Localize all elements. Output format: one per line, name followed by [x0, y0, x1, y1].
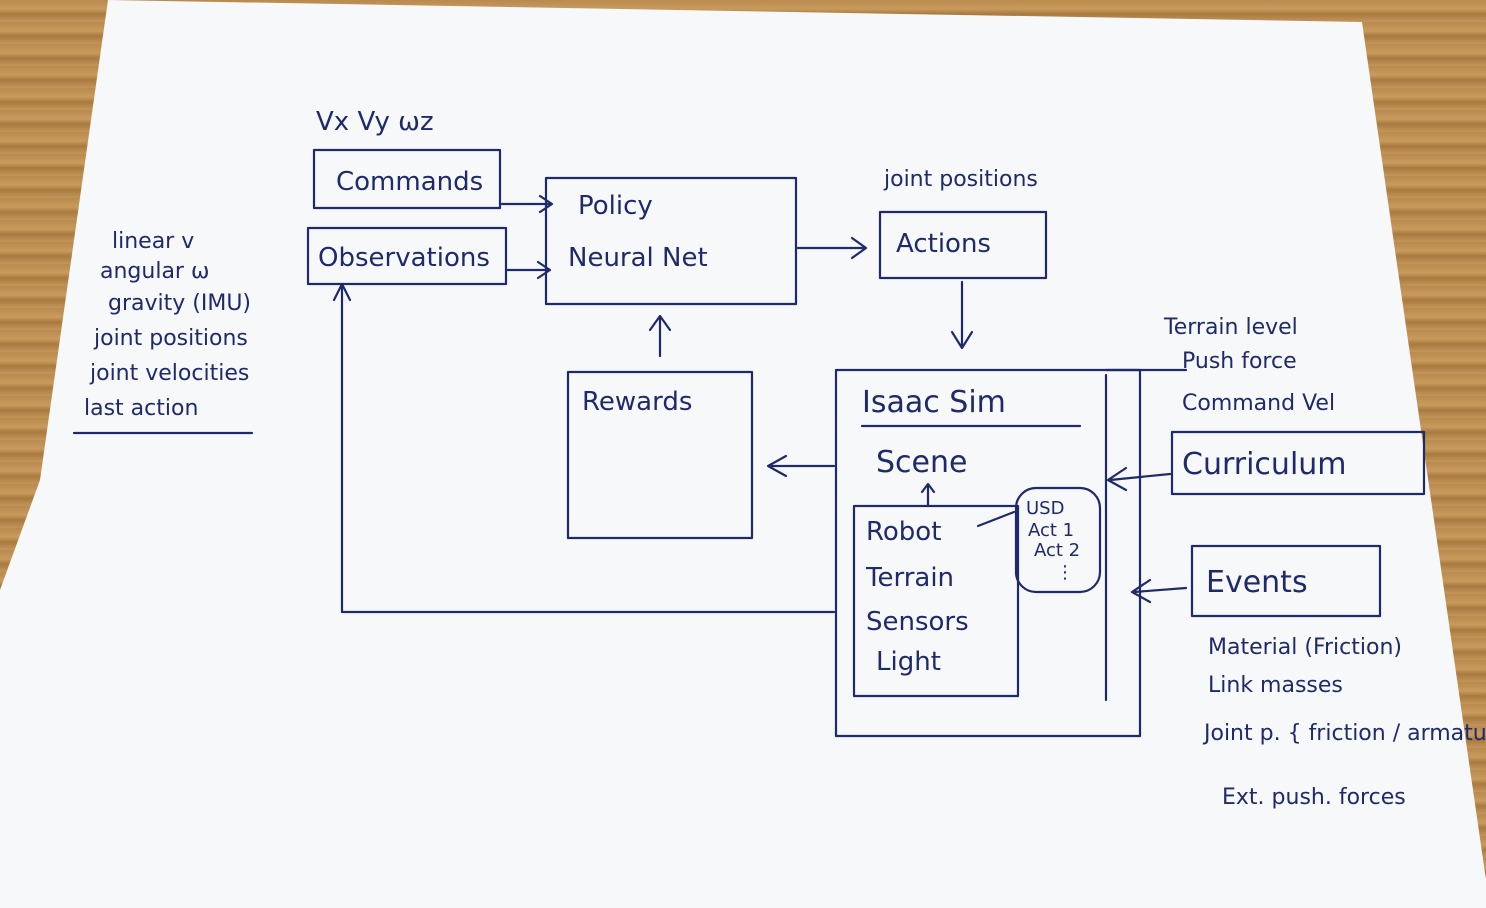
scene-label: Scene	[876, 445, 967, 480]
obs-item: joint positions	[93, 326, 248, 351]
rewards-box	[566, 370, 754, 540]
robot-to-usd-arrow	[976, 510, 1016, 528]
events-item: Material (Friction)	[1208, 635, 1402, 660]
policy-box	[544, 176, 798, 306]
usd-box	[1014, 486, 1102, 594]
curriculum-box	[1170, 430, 1426, 496]
actions-to-sim-arrow	[950, 280, 974, 350]
curriculum-label: Curriculum	[1182, 447, 1347, 482]
obs-item: last action	[84, 396, 198, 421]
isaac-sim-label: Isaac Sim	[862, 385, 1006, 420]
events-to-sim-arrow	[1130, 578, 1188, 604]
curriculum-item: Command Vel	[1182, 391, 1335, 416]
scene-item: Terrain	[865, 563, 954, 593]
commands-header: Vx Vy ωz	[316, 107, 434, 137]
curriculum-item: Push force	[1182, 349, 1297, 374]
commands-box	[312, 148, 502, 210]
observations-to-policy-arrow	[504, 260, 552, 280]
curriculum-to-sim-arrow	[1106, 466, 1172, 492]
policy-label-1: Policy	[578, 191, 653, 221]
obs-item: joint velocities	[89, 361, 249, 386]
rewards-to-policy-arrow	[648, 314, 672, 358]
events-box	[1190, 544, 1382, 618]
isaac-sim-box	[834, 368, 1142, 738]
rewards-label: Rewards	[582, 387, 692, 417]
events-label: Events	[1206, 565, 1308, 600]
sim-to-rewards-arrow	[766, 454, 836, 478]
connectors	[332, 194, 1188, 614]
observations-label: Observations	[318, 243, 490, 273]
actions-box	[878, 210, 1048, 280]
observations-box	[306, 226, 508, 286]
policy-to-actions-arrow	[796, 236, 868, 260]
actions-label: Actions	[896, 229, 991, 259]
sim-to-observations-arrow	[332, 282, 836, 614]
obs-item: linear v	[112, 229, 194, 254]
scene-item: Robot	[866, 517, 941, 547]
scene-items-box	[852, 504, 1020, 698]
events-item: Link masses	[1208, 673, 1343, 698]
obs-item: gravity (IMU)	[108, 291, 251, 316]
policy-label-2: Neural Net	[568, 243, 708, 273]
actions-header: joint positions	[883, 167, 1038, 192]
observation-list: linear v angular ω gravity (IMU) joint p…	[72, 229, 254, 435]
usd-item: Act 1	[1028, 520, 1074, 541]
commands-label: Commands	[336, 167, 483, 197]
usd-item: ⋮	[1056, 562, 1074, 583]
scene-arrow-head	[920, 482, 936, 494]
scene-item: Sensors	[866, 607, 969, 637]
curriculum-item: Terrain level	[1163, 315, 1298, 340]
events-item: Joint p. { friction / armature	[1202, 721, 1486, 746]
commands-to-policy-arrow	[500, 194, 554, 214]
usd-item: USD	[1026, 498, 1064, 519]
scene-item: Light	[876, 647, 941, 677]
usd-item: Act 2	[1034, 540, 1080, 561]
events-extra: Ext. push. forces	[1222, 785, 1406, 810]
obs-item: angular ω	[100, 259, 209, 284]
